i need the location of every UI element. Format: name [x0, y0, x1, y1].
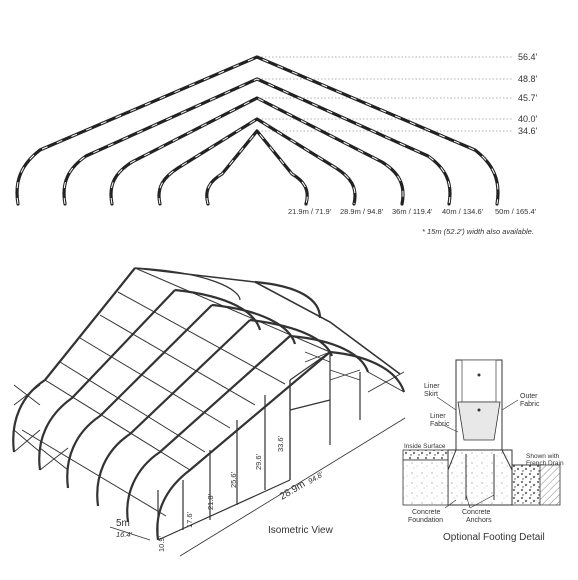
isometric-dimensions — [109, 417, 406, 557]
height-label-5: 34.6' — [518, 126, 538, 136]
profile-width-labels: 21.9m / 71.9' 28.9m / 94.8' 36m / 119.4'… — [288, 207, 537, 236]
width-label-1: 21.9m / 71.9' — [288, 207, 332, 216]
arch-21.9m — [205, 129, 309, 206]
wall-height-4: 25.6' — [229, 471, 238, 488]
frame-arch-6 — [156, 351, 331, 541]
height-label-1: 56.4' — [518, 52, 538, 62]
width-label-5: 50m / 165.4' — [495, 207, 537, 216]
frame-arch-3 — [66, 304, 213, 489]
bay-sub-label: 16.4' — [116, 530, 133, 539]
length-label: 28.9m — [278, 479, 307, 503]
length-sub-label: 94.8' — [306, 469, 325, 485]
frame-arch-4 — [96, 319, 251, 507]
isometric-frame — [12, 267, 406, 541]
footing-caption: Optional Footing Detail — [443, 532, 545, 543]
wall-height-1: 10.9' — [157, 535, 166, 552]
height-label-4: 40.0' — [518, 114, 538, 124]
frame-arch-2 — [38, 289, 176, 471]
bay-label: 5m — [116, 518, 130, 529]
profile-height-labels: 56.4' 48.8' 45.7' 40.0' 34.6' — [518, 52, 538, 136]
footing-label-inside-surface: Inside Surface — [404, 443, 446, 450]
isometric-caption: Isometric View — [268, 525, 334, 536]
frame-arch-1 — [12, 267, 136, 453]
height-label-2: 48.8' — [518, 74, 538, 84]
width-label-4: 40m / 134.6' — [442, 207, 484, 216]
isometric-labels: 28.9m 94.8' 5m 16.4' 10.9' 17.6' 21.8' 2… — [116, 435, 334, 552]
frame-arch-5 — [126, 335, 291, 523]
wall-height-2: 17.6' — [185, 511, 194, 528]
wall-height-3: 21.8' — [206, 493, 215, 510]
width-label-2: 28.9m / 94.8' — [340, 207, 384, 216]
wall-height-5: 29.6' — [254, 453, 263, 470]
wall-height-6: 33.6' — [276, 435, 285, 452]
arch-36m — [109, 96, 405, 206]
height-label-3: 45.7' — [518, 93, 538, 103]
width-label-3: 36m / 119.4' — [392, 207, 433, 216]
width-note: * 15m (52.2') width also available. — [422, 227, 534, 236]
profile-arches — [15, 55, 512, 206]
